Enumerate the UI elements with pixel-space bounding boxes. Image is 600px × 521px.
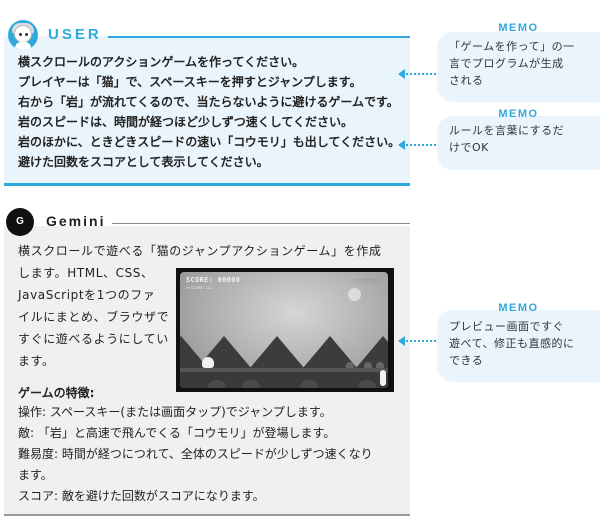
features-list: 操作: スペースキー(または画面タップ)でジャンプします。 敵: 「岩」と高速で… — [18, 402, 373, 507]
user-header: USER — [4, 20, 410, 52]
user-box-bottom-border — [4, 183, 410, 186]
memo-title: MEMO — [498, 108, 539, 120]
user-prompt-text: 横スクロールのアクションゲームを作ってください。 プレイヤーは「猫」で、スペース… — [18, 52, 403, 172]
gemini-box-bottom-border — [4, 514, 410, 516]
memo-arrow-2 — [398, 140, 436, 150]
memo-text: ルールを言葉にするだ けでOK — [449, 124, 565, 154]
user-prompt-line: 岩のスピードは、時間が経つほど少しずつ速くしてください。 — [18, 115, 354, 129]
mountain-shape — [250, 336, 304, 368]
heart-icons: ♡♡♡♡♡ — [353, 278, 381, 286]
moon-icon — [348, 288, 361, 301]
user-label: USER — [48, 26, 102, 43]
gemini-intro-line: します。HTML、CSS、 — [18, 266, 154, 280]
gemini-intro-line: JavaScriptを1つのファ — [18, 288, 156, 302]
gemini-intro-line: ます。 — [18, 354, 55, 368]
memo-bubble-1: MEMO 「ゲームを作って」の一 言でプログラムが生成 される — [437, 22, 600, 102]
gemini-label: Gemini — [46, 213, 106, 229]
cat-player-icon — [202, 357, 214, 368]
rock-icon — [376, 362, 384, 368]
feature-item: 敵: 「岩」と高速で飛んでくる「コウモリ」が登場します。 — [18, 426, 336, 440]
game-hiscore-label: HI SCORE: 122 — [186, 286, 212, 290]
gemini-intro-text: 横スクロールで遊べる「猫のジャンプアクションゲーム」を作成 します。HTML、C… — [18, 240, 381, 372]
preview-scrollbar[interactable] — [380, 370, 386, 386]
memo-title: MEMO — [498, 22, 539, 34]
memo-text: プレビュー画面ですぐ 遊べて、修正も直感的に できる — [449, 320, 575, 367]
memo-bubble-3: MEMO プレビュー画面ですぐ 遊べて、修正も直感的に できる — [437, 302, 600, 382]
game-preview-frame: SCORE: 00000 HI SCORE: 122 ♡♡♡♡♡ — [176, 268, 394, 392]
user-prompt-line: プレイヤーは「猫」で、スペースキーを押すとジャンプします。 — [18, 75, 362, 89]
feature-item: ます。 — [18, 468, 53, 482]
arrow-left-icon — [398, 69, 405, 79]
rock-icon — [364, 362, 372, 368]
feature-item: 難易度: 時間が経つにつれて、全体のスピードが少しずつ速くなり — [18, 447, 373, 461]
arrow-left-icon — [398, 336, 405, 346]
feature-item: スコア: 敵を避けた回数がスコアになります。 — [18, 489, 265, 503]
game-score-label: SCORE: 00000 — [186, 276, 241, 284]
gemini-intro-line: 横スクロールで遊べる「猫のジャンプアクションゲーム」を作成 — [18, 244, 382, 258]
user-prompt-line: 右から「岩」が流れてくるので、当たらないように避けるゲームです。 — [18, 95, 399, 109]
game-preview-screen: SCORE: 00000 HI SCORE: 122 ♡♡♡♡♡ — [180, 272, 388, 388]
gemini-header-rule — [112, 223, 410, 224]
memo-arrow-1 — [398, 69, 436, 79]
feature-item: 操作: スペースキー(または画面タップ)でジャンプします。 — [18, 405, 332, 419]
memo-title: MEMO — [498, 302, 539, 314]
gemini-header: G Gemini — [4, 206, 410, 236]
user-avatar-icon — [8, 20, 38, 50]
rock-icon — [346, 362, 354, 368]
user-prompt-line: 横スクロールのアクションゲームを作ってください。 — [18, 55, 305, 69]
gemini-intro-line: すぐに遊べるようにしてい — [18, 332, 169, 346]
gemini-avatar-icon: G — [6, 208, 34, 236]
gemini-intro-line: イルにまとめ、ブラウザで — [18, 310, 170, 324]
user-prompt-line: 岩のほかに、ときどきスピードの速い「コウモリ」も出してください。 — [18, 135, 401, 149]
user-message-box — [4, 36, 410, 186]
game-ground — [180, 368, 388, 388]
memo-bubble-2: MEMO ルールを言葉にするだ けでOK — [437, 108, 600, 170]
user-prompt-line: 避けた回数をスコアとして表示してください。 — [18, 155, 269, 169]
arrow-left-icon — [398, 140, 405, 150]
memo-arrow-3 — [398, 336, 436, 346]
user-header-rule — [108, 36, 410, 38]
memo-text: 「ゲームを作って」の一 言でプログラムが生成 される — [449, 40, 575, 87]
features-heading: ゲームの特徴: — [18, 386, 95, 400]
